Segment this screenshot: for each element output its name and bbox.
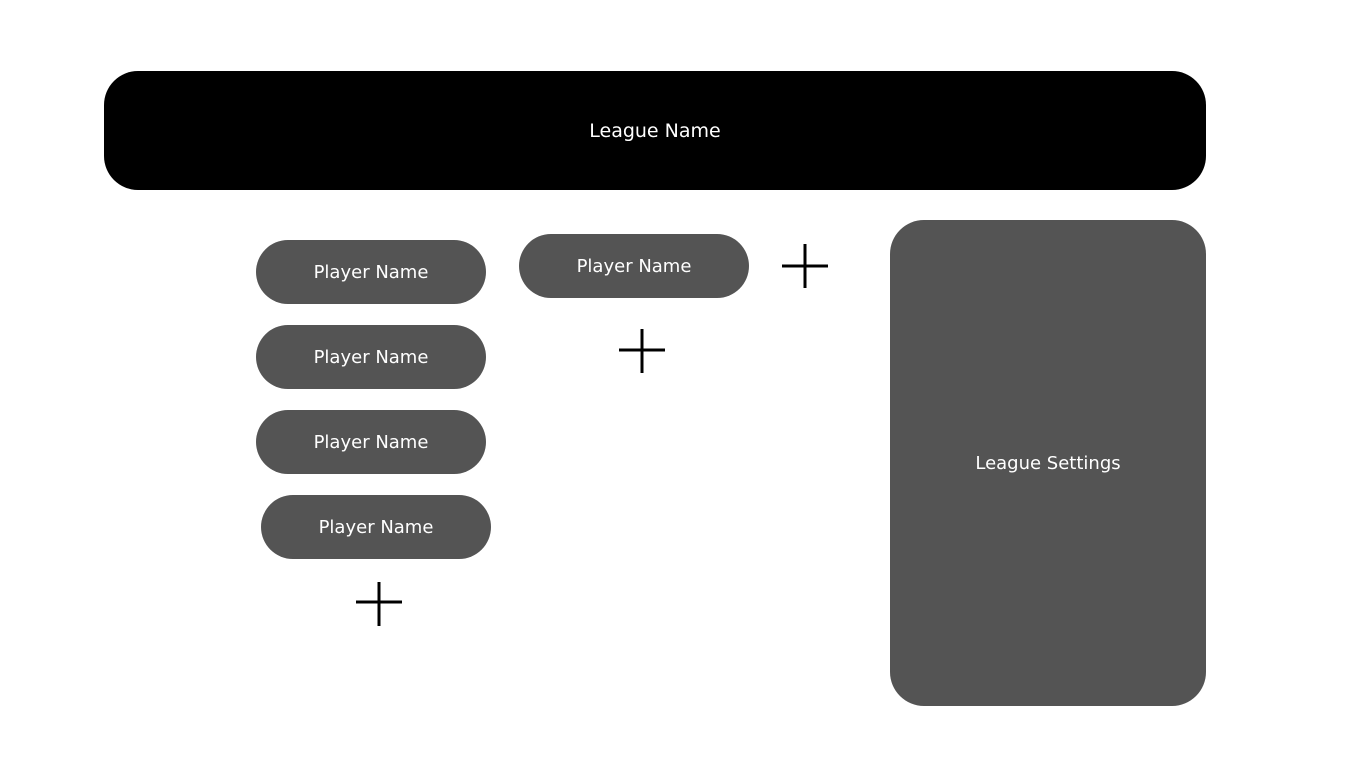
plus-icon [782, 244, 828, 288]
player-name-button[interactable]: Player Name [256, 325, 486, 389]
league-settings-panel[interactable]: League Settings [890, 220, 1206, 706]
add-team-button[interactable] [781, 243, 829, 291]
league-name-banner[interactable]: League Name [104, 71, 1206, 190]
player-name-label: Player Name [318, 516, 434, 538]
league-name-label: League Name [589, 119, 721, 142]
add-player-button[interactable] [355, 580, 403, 628]
player-name-button[interactable]: Player Name [519, 234, 749, 298]
add-player-button[interactable] [618, 328, 666, 376]
plus-icon [356, 582, 402, 626]
plus-icon [619, 329, 665, 373]
player-name-label: Player Name [313, 261, 429, 283]
player-name-label: Player Name [313, 346, 429, 368]
player-name-button[interactable]: Player Name [256, 240, 486, 304]
player-name-button[interactable]: Player Name [256, 410, 486, 474]
player-name-label: Player Name [576, 255, 692, 277]
player-name-button[interactable]: Player Name [261, 495, 491, 559]
player-name-label: Player Name [313, 431, 429, 453]
league-settings-label: League Settings [975, 452, 1121, 474]
